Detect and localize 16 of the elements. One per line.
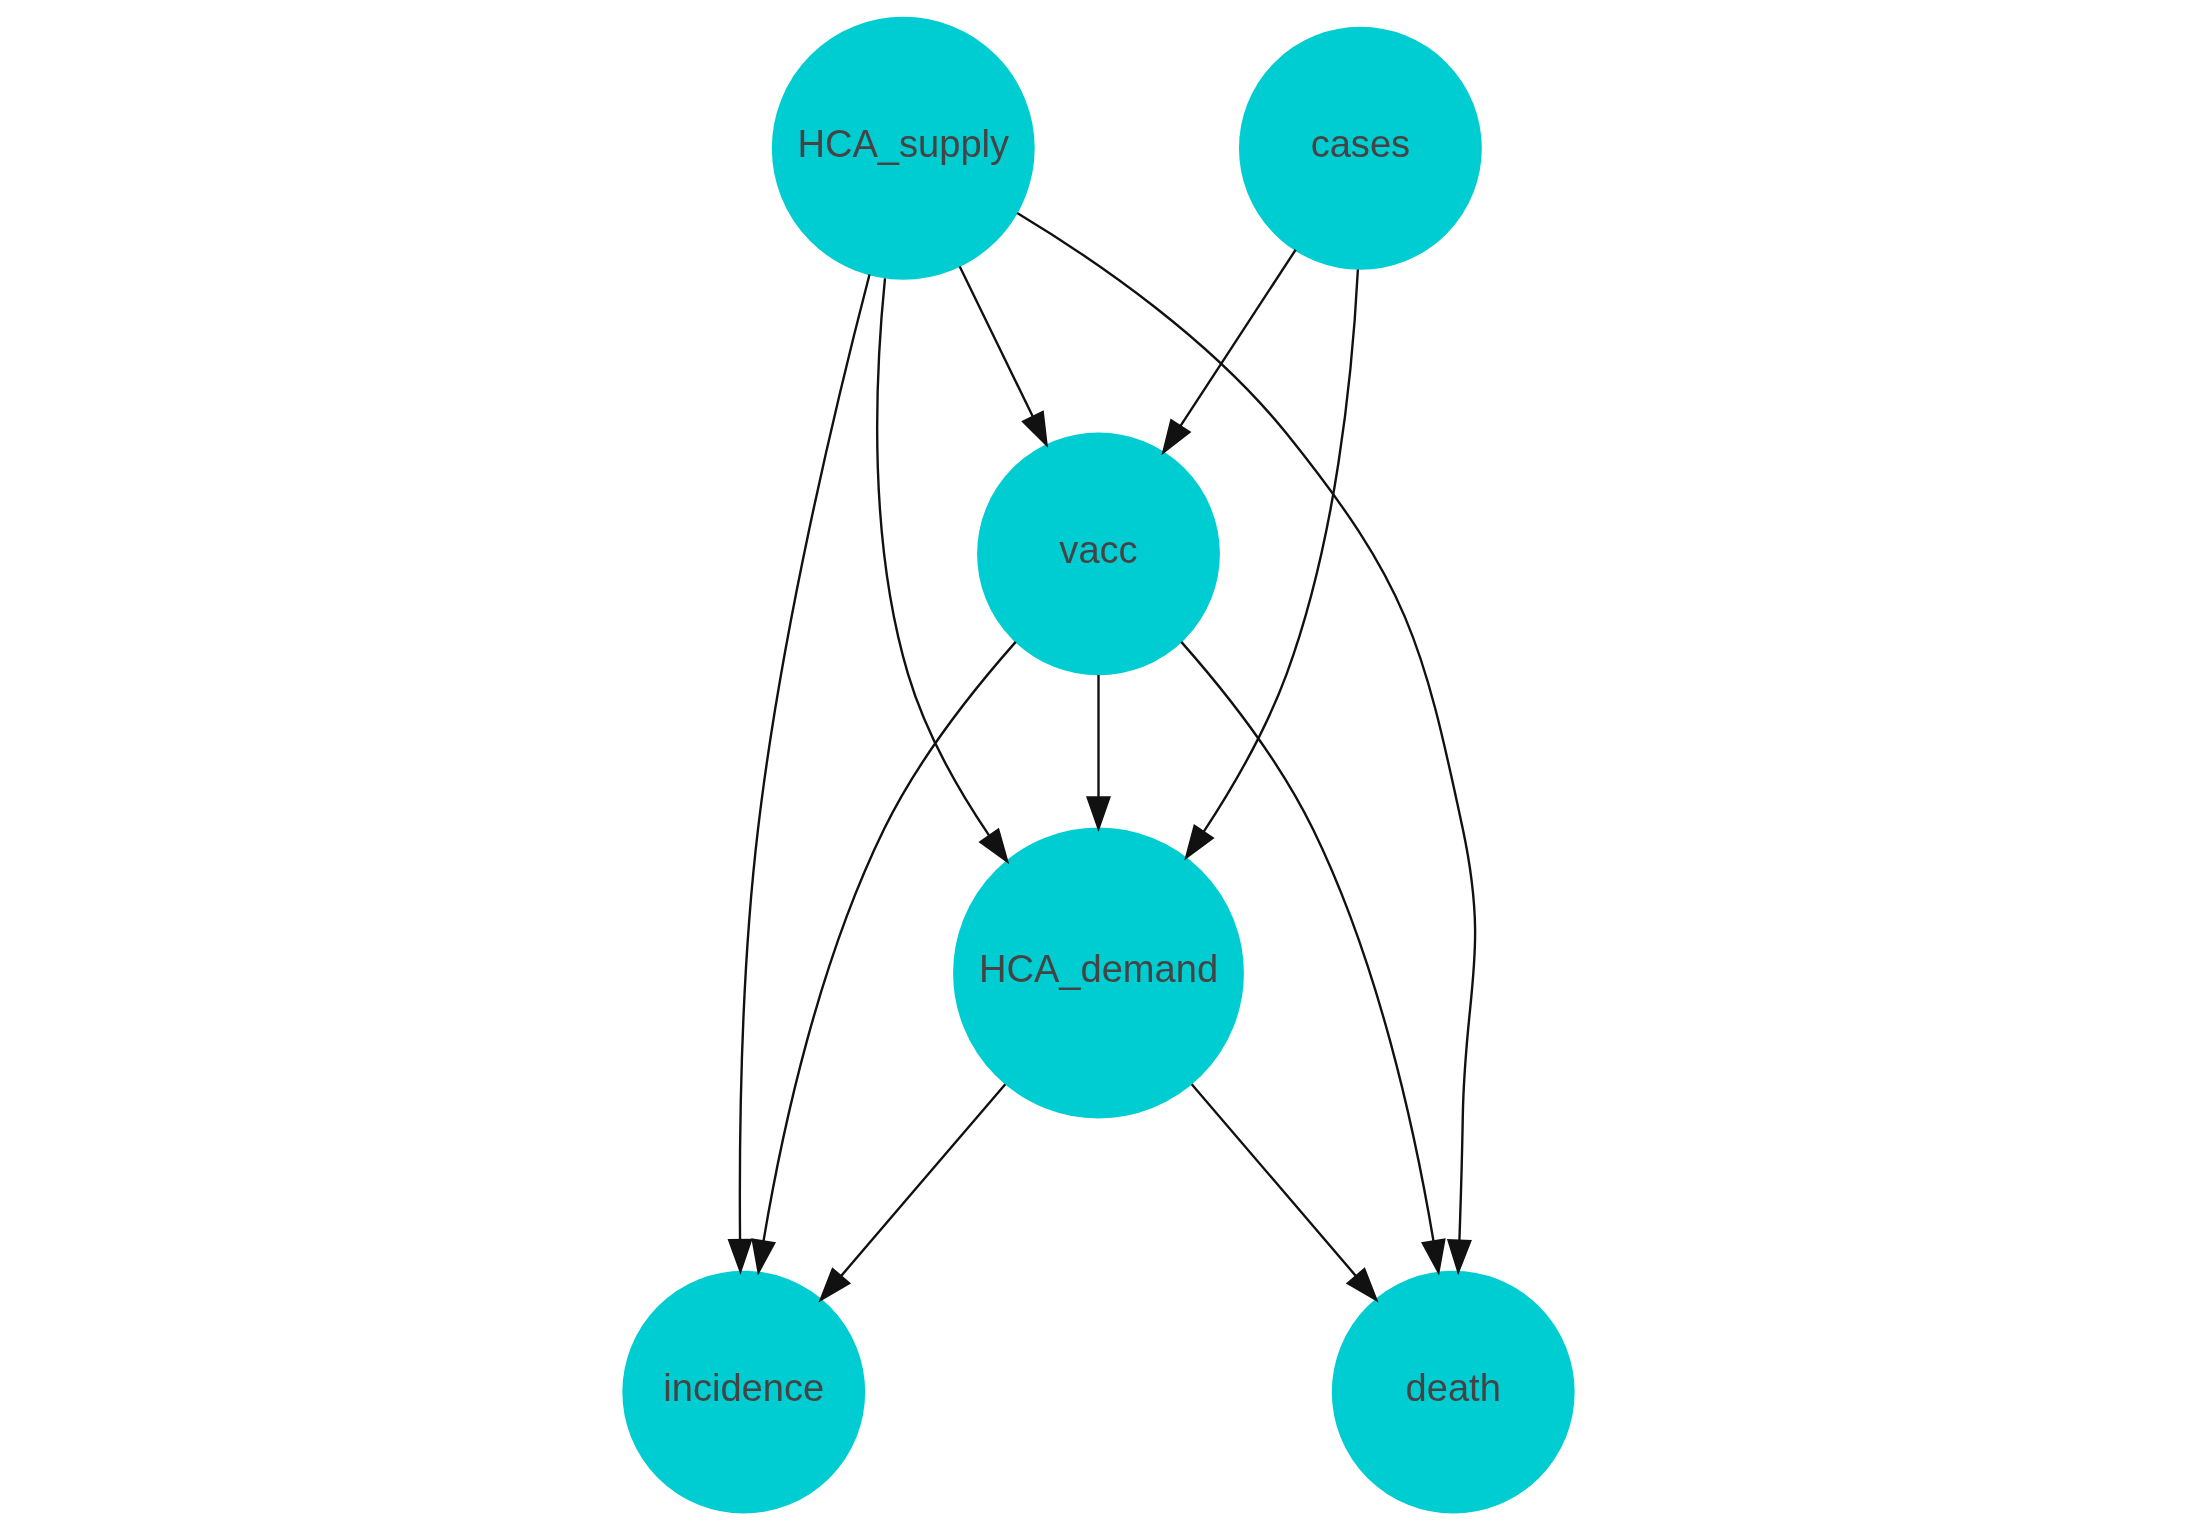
arrow (1016, 211, 1476, 1276)
node-circle: HCA_supply (771, 16, 1035, 280)
node-circle: death (1331, 1270, 1575, 1514)
arrow (817, 1083, 1006, 1303)
arrow (1160, 249, 1297, 456)
arrow (958, 266, 1048, 448)
arrow (1085, 674, 1111, 832)
node-circle: vacc (976, 432, 1220, 676)
arrow (1183, 269, 1359, 861)
node-circle: incidence (621, 1270, 865, 1514)
arrow (750, 641, 1017, 1276)
arrow (1190, 1083, 1379, 1303)
arrow (875, 278, 1009, 865)
arrow (1179, 641, 1446, 1276)
node-circle: cases (1238, 26, 1482, 270)
arrow (727, 274, 871, 1275)
